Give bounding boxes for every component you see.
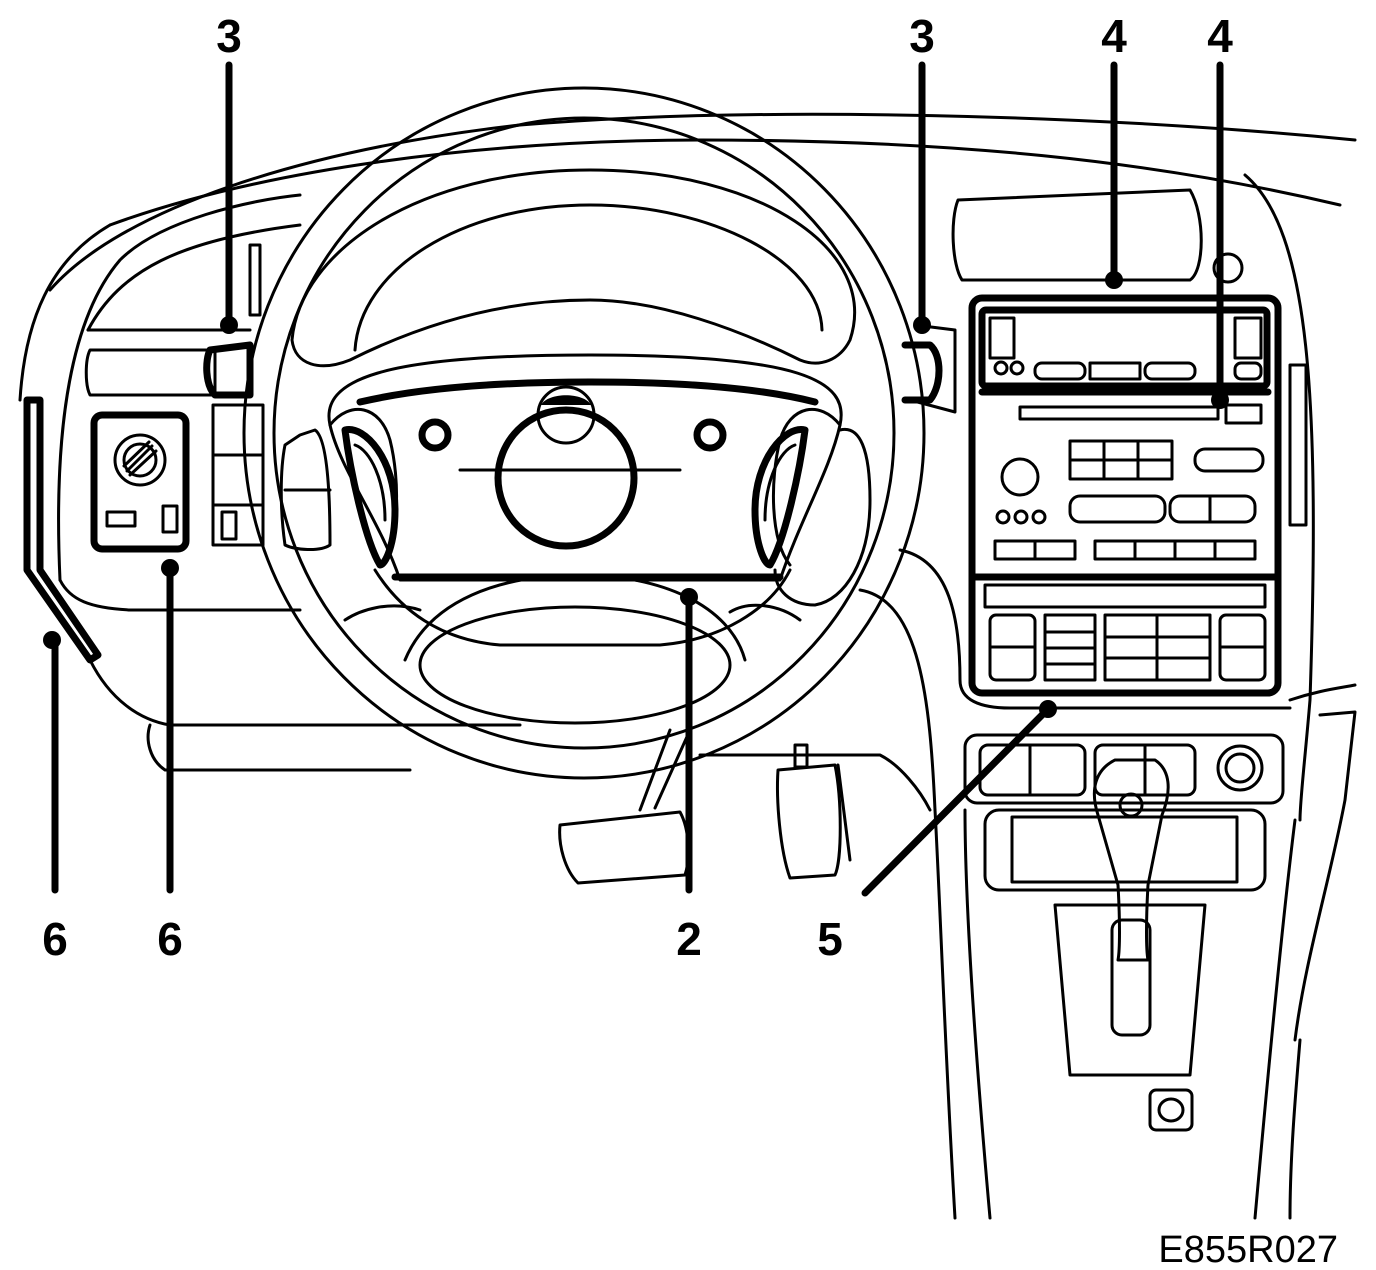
callout-4-left: 4 [1101,10,1127,62]
pedals [558,728,852,885]
leader-dot-4-left [1105,271,1123,289]
left-stalk [203,341,254,399]
callout-2: 2 [676,913,702,965]
callout-6-left: 6 [42,913,68,965]
steering-wheel [242,86,926,780]
callout-5: 5 [817,913,843,965]
callout-4-right: 4 [1207,10,1233,62]
leader-dot-6-right [161,559,179,577]
leader-dot-3-right [913,316,931,334]
callout-3-right: 3 [909,10,935,62]
callout-3-left: 3 [216,10,242,62]
leader-dot-3-left [220,316,238,334]
climate-panel [971,573,1279,682]
callout-6-right: 6 [157,913,183,965]
leader-dot-2 [680,588,698,606]
leader-lines [43,61,1229,897]
leader-dot-4-right [1211,391,1229,409]
leader-5 [861,705,1052,897]
right-stalk [901,323,957,414]
dashboard-outline [18,112,1357,1220]
left-vent [84,243,265,547]
lower-console [963,733,1285,1132]
audio-unit [968,294,1308,697]
light-switch-panel [90,411,190,553]
reference-code: E855R027 [1158,1229,1338,1270]
callout-labels: 3 3 4 4 6 6 2 5 [42,10,1233,965]
leader-dot-5 [1039,700,1057,718]
leader-dot-6-left [43,631,61,649]
center-upper-vent [951,188,1244,284]
door-edge-strip [23,396,102,664]
